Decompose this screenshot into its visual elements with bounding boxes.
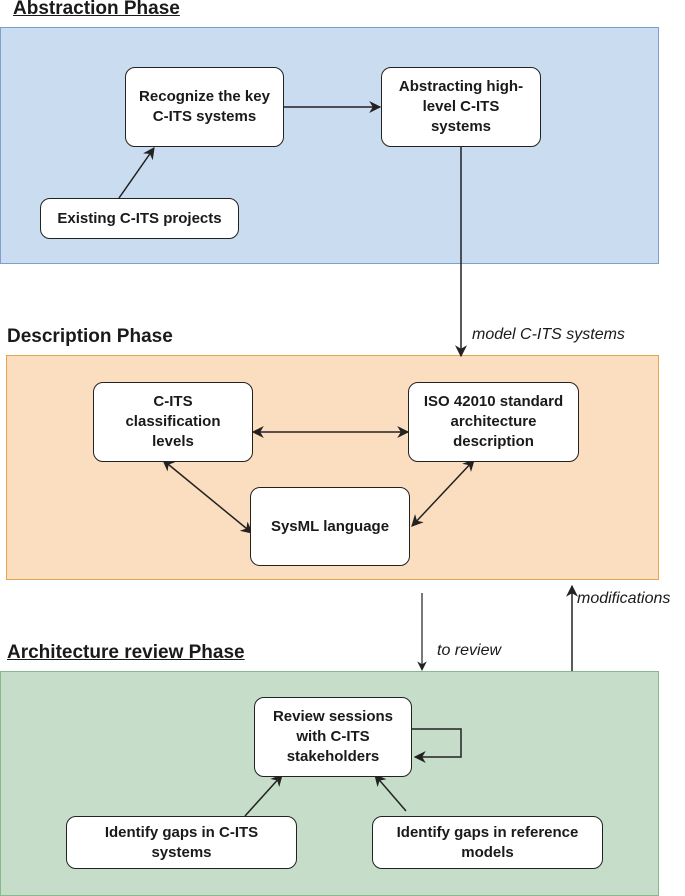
node-label: C-ITS classification levels xyxy=(125,393,221,450)
node-abstracting-systems[interactable]: Abstracting high- level C-ITS systems xyxy=(381,67,541,147)
node-label: SysML language xyxy=(270,517,390,535)
node-gaps-systems[interactable]: Identify gaps in C-ITS systems xyxy=(66,816,297,869)
node-recognize-key-systems[interactable]: Recognize the key C-ITS systems xyxy=(125,67,284,147)
node-label: Identify gaps in C-ITS systems xyxy=(104,823,259,861)
edge-label-to-review: to review xyxy=(437,642,502,659)
node-classification-levels[interactable]: C-ITS classification levels xyxy=(93,382,253,462)
node-gaps-models[interactable]: Identify gaps in reference models xyxy=(372,816,603,869)
node-label: Existing C-ITS projects xyxy=(57,209,222,227)
node-label: Review sessions with C-ITS stakeholders xyxy=(272,708,394,765)
abstraction-phase-title: Abstraction Phase xyxy=(13,0,180,19)
edge-label-model-systems: model C-ITS systems xyxy=(472,326,625,343)
description-phase-title: Description Phase xyxy=(7,326,173,347)
node-label: ISO 42010 standard architecture descript… xyxy=(423,393,564,450)
node-sysml-language[interactable]: SysML language xyxy=(250,487,410,566)
review-phase-title: Architecture review Phase xyxy=(7,642,245,663)
node-label: Identify gaps in reference models xyxy=(396,823,579,861)
node-existing-projects[interactable]: Existing C-ITS projects xyxy=(40,198,239,239)
edge-label-modifications: modifications xyxy=(577,590,671,607)
node-review-sessions[interactable]: Review sessions with C-ITS stakeholders xyxy=(254,697,412,777)
node-iso-42010[interactable]: ISO 42010 standard architecture descript… xyxy=(408,382,579,462)
node-label: Recognize the key C-ITS systems xyxy=(139,88,270,125)
node-label: Abstracting high- level C-ITS systems xyxy=(398,78,524,135)
